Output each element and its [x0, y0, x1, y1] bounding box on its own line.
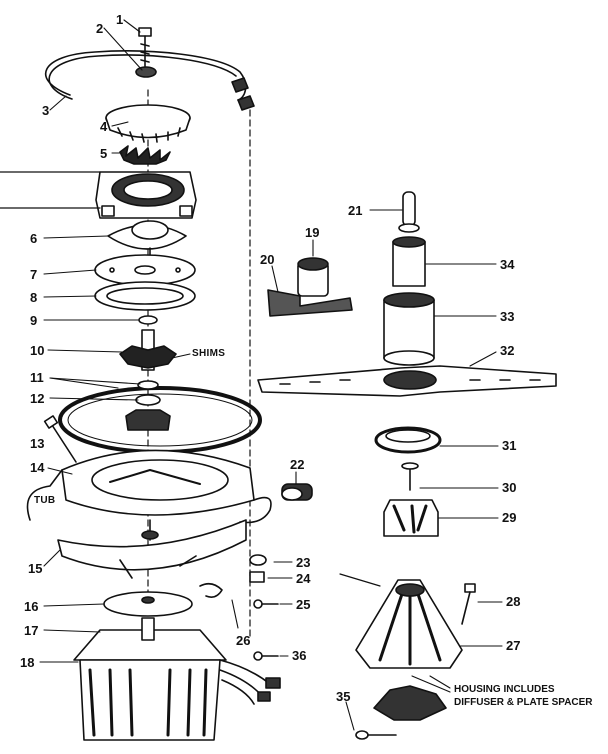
- callout-5: 5: [100, 146, 108, 161]
- part-9-washer: [138, 315, 158, 325]
- part-26-clip: [199, 582, 223, 598]
- part-18-motor: [73, 617, 281, 741]
- part-36-screw: [253, 651, 279, 661]
- part-31-ring: [374, 426, 442, 454]
- part-32-spray-arm: [257, 365, 557, 397]
- callout-13: 13: [30, 436, 45, 451]
- part-35-screw: [355, 730, 397, 740]
- part-3-wire-harness: [44, 50, 255, 111]
- callout-2: 2: [96, 21, 104, 36]
- leader-lines: [39, 19, 503, 731]
- part-34-tube: [392, 236, 426, 287]
- part-14-sump: [61, 449, 255, 541]
- callout-14: 14: [30, 460, 45, 475]
- callout-18: 18: [20, 655, 35, 670]
- callout-24: 24: [296, 571, 311, 586]
- callout-1: 1: [116, 12, 124, 27]
- housing-note-line-1: HOUSING INCLUDES: [454, 684, 555, 695]
- tub-label: TUB: [34, 495, 56, 506]
- pump-housing: [0, 171, 197, 219]
- callout-27: 27: [506, 638, 521, 653]
- part-13-screw: [43, 415, 77, 463]
- part-23-grommet: [249, 554, 267, 566]
- part-15-base: [57, 519, 247, 579]
- part-21-nozzle: [398, 191, 420, 233]
- callout-25: 25: [296, 597, 311, 612]
- callout-23: 23: [296, 555, 311, 570]
- callout-34: 34: [500, 257, 515, 272]
- callout-16: 16: [24, 599, 39, 614]
- housing-note: HOUSING INCLUDES DIFFUSER & PLATE SPACER: [454, 683, 593, 709]
- callout-10: 10: [30, 343, 45, 358]
- callout-26: 26: [236, 633, 251, 648]
- part-10-impeller: [119, 329, 177, 371]
- part-25-screw: [253, 599, 279, 609]
- part-6-plate: [107, 220, 187, 259]
- callout-33: 33: [500, 309, 515, 324]
- part-12-sump-hub: [125, 380, 171, 431]
- part-28-screw: [461, 583, 476, 625]
- callout-4: 4: [100, 119, 108, 134]
- callout-12: 12: [30, 391, 45, 406]
- part-22-spring: [281, 483, 313, 501]
- shims-label: SHIMS: [192, 348, 226, 359]
- part-20-bracket: [267, 289, 353, 317]
- part-24-nut: [249, 571, 265, 583]
- callout-31: 31: [502, 438, 517, 453]
- callout-15: 15: [28, 561, 43, 576]
- tub-outline: [26, 469, 272, 524]
- part-27-housing: [339, 573, 463, 669]
- part-19-cap: [297, 257, 329, 297]
- housing-note-line-2: DIFFUSER & PLATE SPACER: [454, 697, 593, 708]
- callout-35: 35: [336, 689, 351, 704]
- callout-28: 28: [506, 594, 521, 609]
- callout-17: 17: [24, 623, 39, 638]
- callout-30: 30: [502, 480, 517, 495]
- part-4-cover: [105, 104, 191, 143]
- part-1-screw: [138, 27, 152, 67]
- callout-3: 3: [42, 103, 50, 118]
- part-30-screw: [401, 462, 419, 491]
- diffuser-plate: [373, 685, 447, 721]
- callout-7: 7: [30, 267, 38, 282]
- callout-11: 11: [30, 370, 44, 385]
- callout-9: 9: [30, 313, 38, 328]
- callout-8: 8: [30, 290, 38, 305]
- callout-32: 32: [500, 343, 515, 358]
- callout-6: 6: [30, 231, 38, 246]
- part-8-gasket: [94, 281, 196, 311]
- callout-21: 21: [348, 203, 363, 218]
- part-5-star-washer: [119, 145, 171, 165]
- part-16-disc: [103, 591, 193, 617]
- part-2-washer: [135, 66, 157, 78]
- part-7-gasket: [94, 254, 196, 286]
- callout-36: 36: [292, 648, 307, 663]
- callout-22: 22: [290, 457, 305, 472]
- callout-20: 20: [260, 252, 275, 267]
- part-33-tube: [383, 292, 435, 366]
- callout-19: 19: [305, 225, 320, 240]
- callout-29: 29: [502, 510, 517, 525]
- part-29-hub: [383, 499, 439, 537]
